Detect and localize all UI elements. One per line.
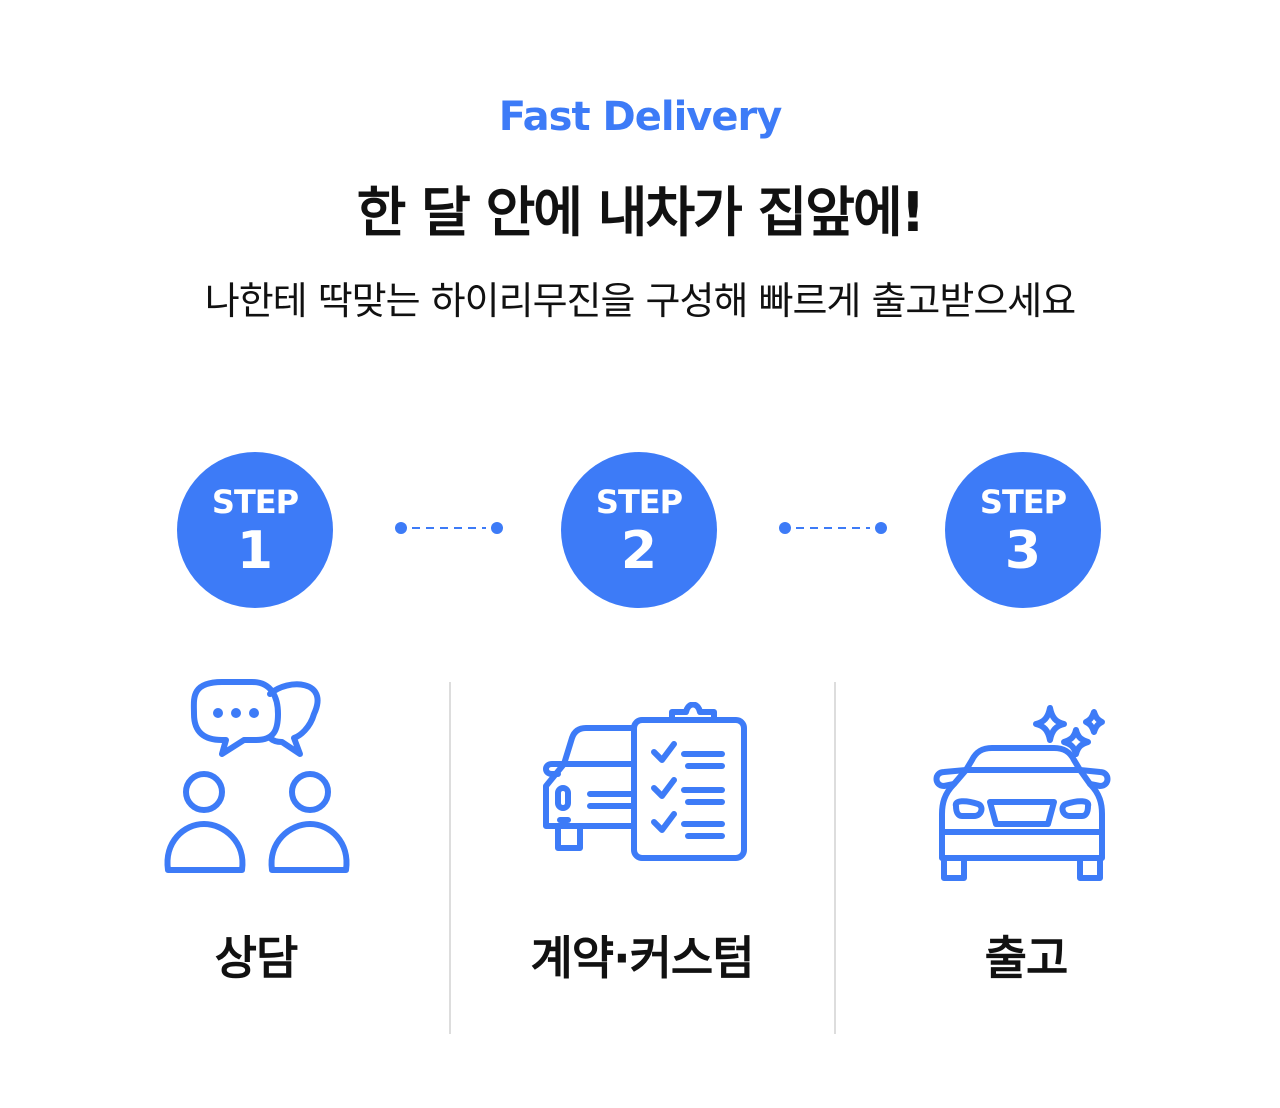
step-connector-2 [779, 522, 887, 534]
contract-checklist-icon [543, 702, 747, 861]
subheadline: 나한테 딱맞는 하이리무진을 구성해 빠르게 출고받으세요 [204, 279, 1076, 323]
step-connector-1 [395, 522, 503, 534]
step-number: 2 [620, 521, 658, 581]
sparkling-car-icon [933, 705, 1111, 881]
column-divider [449, 682, 451, 1034]
step-label: STEP [595, 483, 683, 521]
step-3-title: 출고 [984, 931, 1069, 985]
headline: 한 달 안에 내차가 집앞에! [356, 181, 926, 244]
step-3-badge: STEP 3 [945, 452, 1101, 608]
step-2-title: 계약·커스텀 [530, 931, 754, 985]
step-number: 3 [1004, 521, 1042, 581]
step-label: STEP [211, 483, 299, 521]
step-2-badge: STEP 2 [561, 452, 717, 608]
step-1-badge: STEP 1 [177, 452, 333, 608]
eyebrow-label: Fast Delivery [498, 94, 783, 140]
step-1-title: 상담 [214, 931, 299, 985]
consultation-icon [164, 679, 350, 873]
step-number: 1 [236, 521, 274, 581]
column-divider [834, 682, 836, 1034]
step-label: STEP [979, 483, 1067, 521]
